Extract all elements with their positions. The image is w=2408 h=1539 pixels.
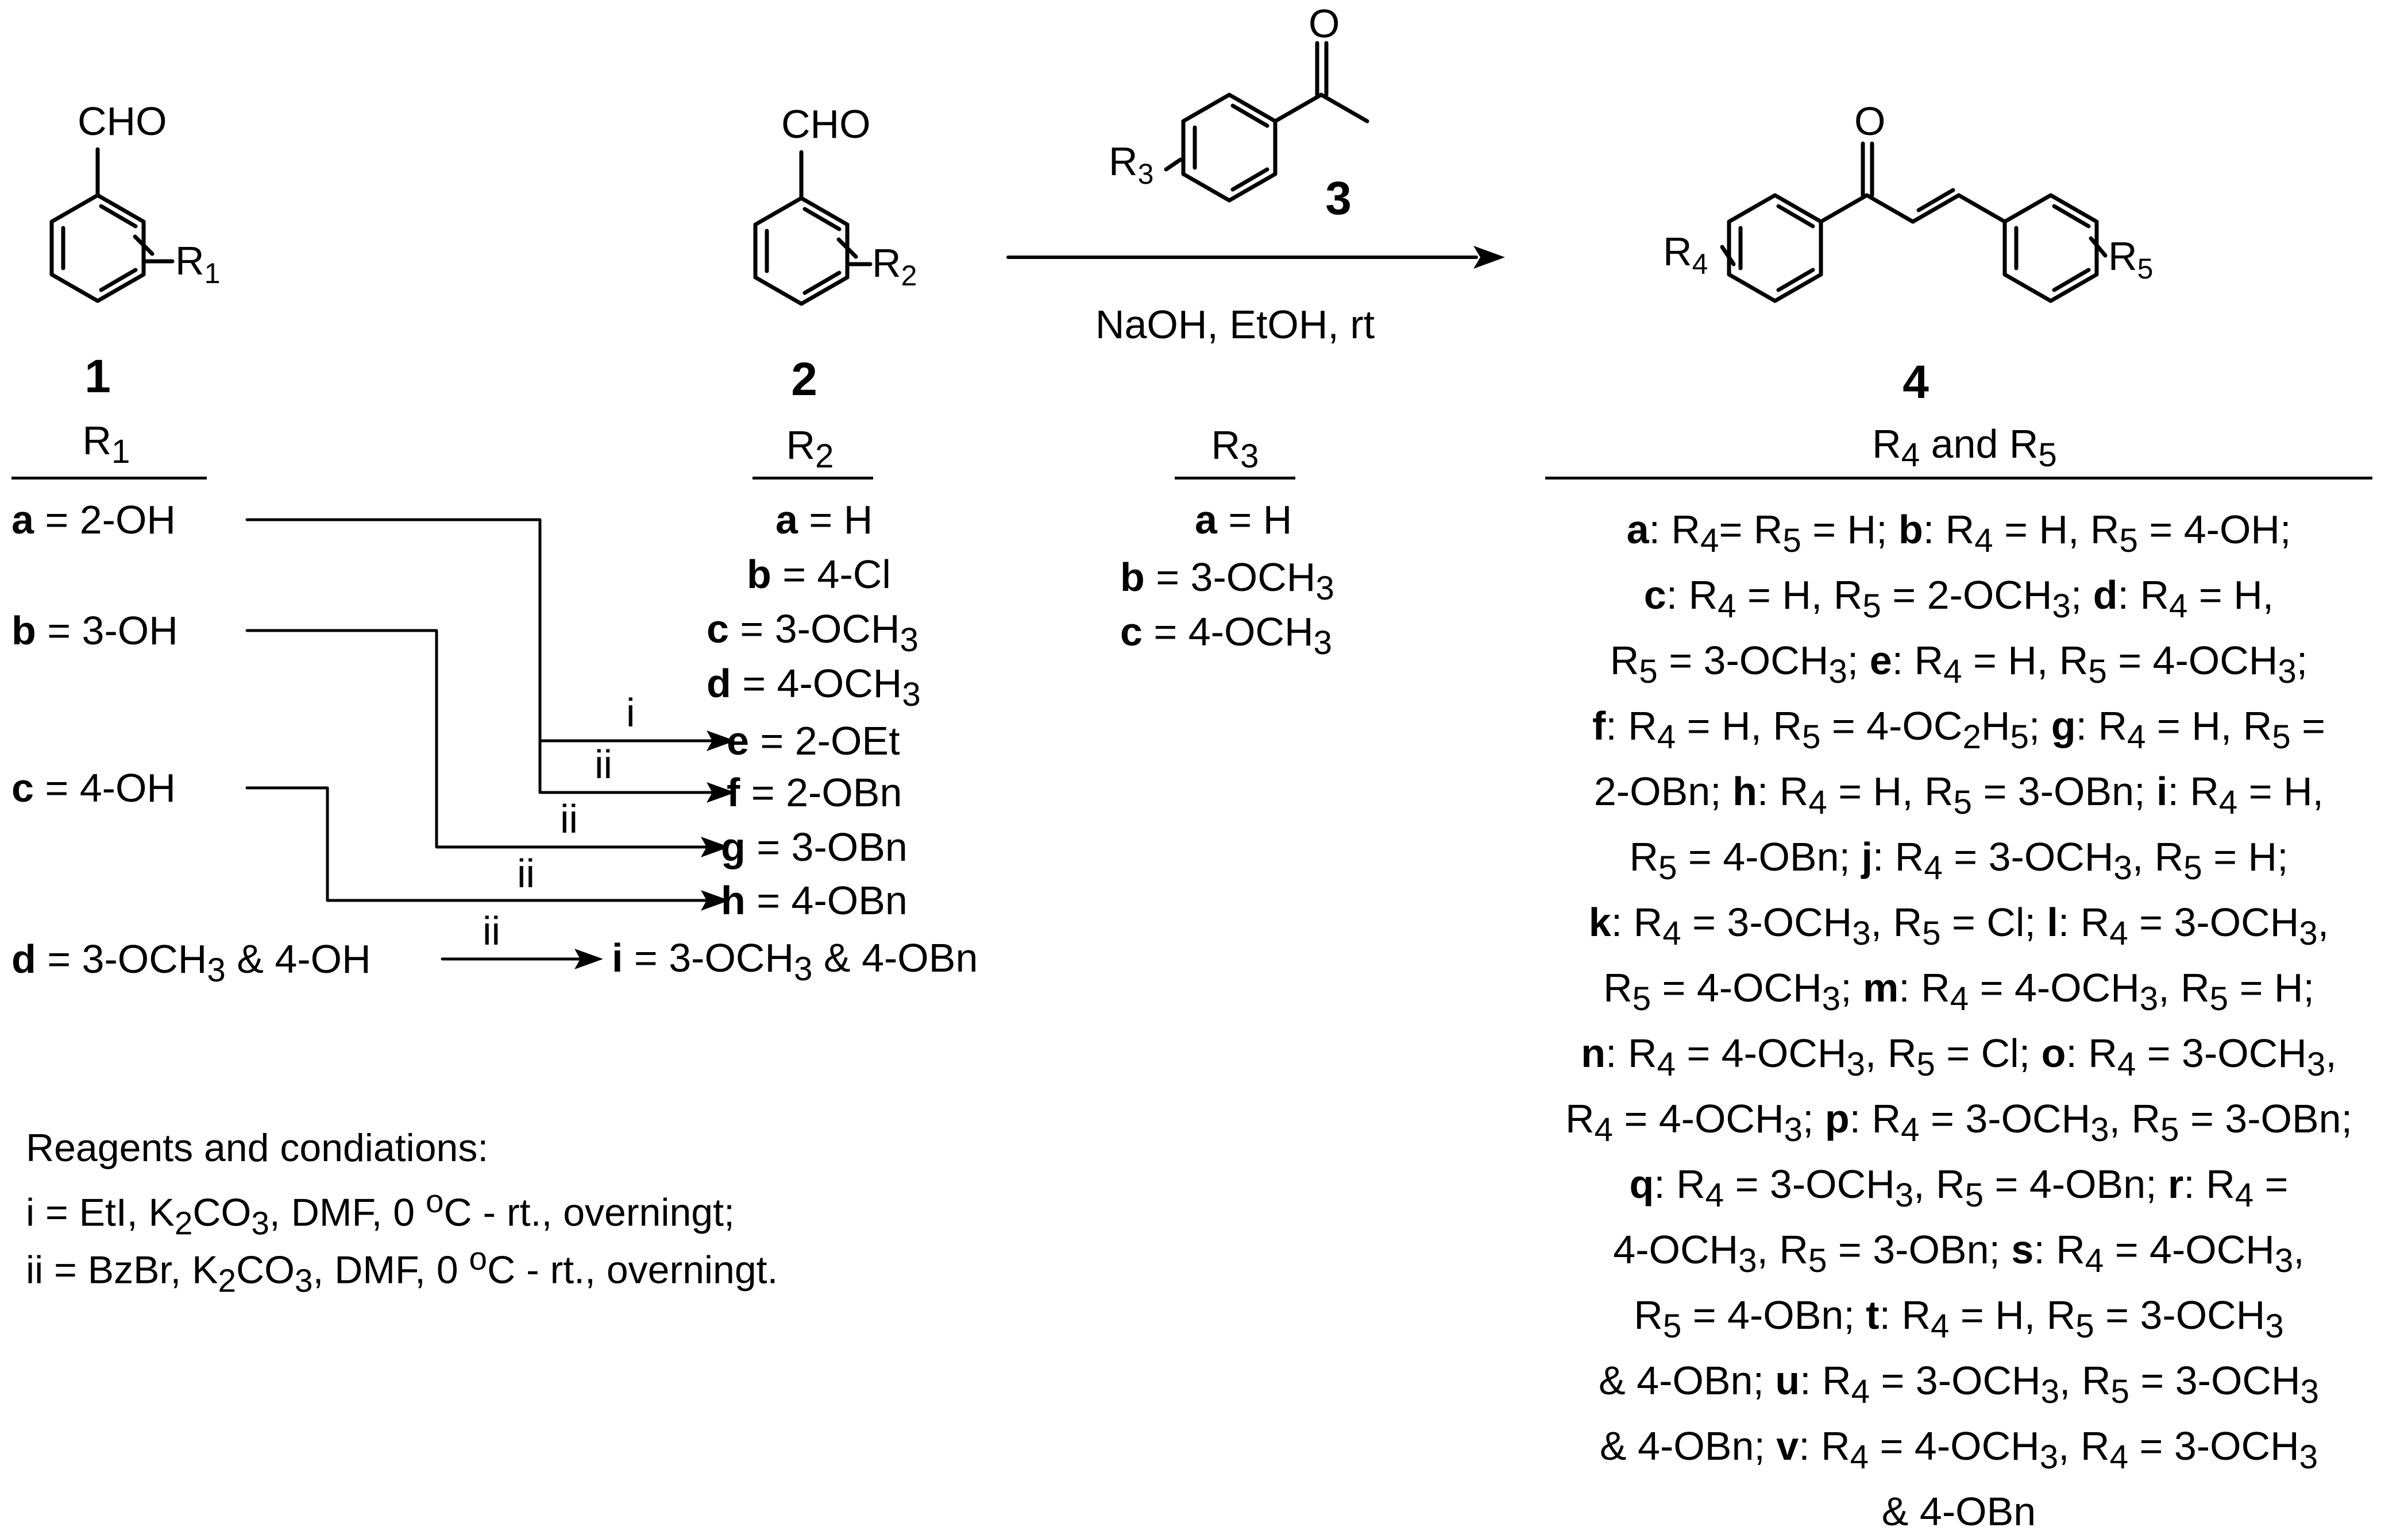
carbonyl-o-label-4: O [1854, 99, 1885, 144]
arrow-label-ii-i: ii [483, 908, 500, 953]
r2-item-b: b = 4-Cl [747, 552, 891, 597]
compound-number-1: 1 [84, 350, 111, 403]
reaction-condition: NaOH, EtOH, rt [1095, 302, 1375, 347]
arrow-label-i: i [626, 690, 635, 735]
product-list-line: q: R4 = 3-OCH3, R5 = 4-OBn; r: R4 = [1629, 1162, 2289, 1214]
product-list-line: 4-OCH3, R5 = 3-OBn; s: R4 = 4-OCH3, [1613, 1227, 2305, 1279]
reaction-scheme-graphic: CHO R1 CHO R2 O R3 O R4 R5 i ii ii ii ii [49, 1, 2153, 969]
product-list-line: & 4-OBn [1881, 1489, 2036, 1534]
r2-item-g: g = 3-OBn [721, 825, 908, 869]
reagent-ii: ii = BzBr, K2CO3, DMF, 0 oC - rt., overn… [26, 1241, 778, 1300]
product-list-line: f: R4 = H, R5 = 4-OC2H5; g: R4 = H, R5 = [1592, 703, 2326, 756]
product-list-line: a: R4= R5 = H; b: R4 = H, R5 = 4-OH; [1626, 507, 2291, 559]
product-list-line: R5 = 4-OCH3; m: R4 = 4-OCH3, R5 = H; [1603, 965, 2314, 1018]
r3-item-b: b = 3-OCH3 [1120, 555, 1334, 607]
product-list-line: & 4-OBn; v: R4 = 4-OCH3, R4 = 3-OCH3 [1599, 1424, 2318, 1476]
r1-label: R1 [175, 238, 220, 289]
product-list-line: R5 = 3-OCH3; e: R4 = H, R5 = 4-OCH3; [1610, 638, 2308, 690]
r3-item-a: a = H [1195, 497, 1292, 542]
r2-item-a: a = H [775, 497, 873, 542]
r1-rule [11, 477, 207, 480]
benzaldehyde-1-ring [49, 147, 175, 303]
r2-item-h: h = 4-OBn [721, 878, 908, 923]
reagents-title: Reagents and condiations: [26, 1126, 489, 1170]
r1-header: R1 [82, 418, 130, 470]
r2-item-e: e = 2-OEt [727, 718, 900, 763]
r1-item-b: b = 3-OH [11, 608, 178, 653]
compound-number-4: 4 [1903, 356, 1929, 408]
arrow-label-ii-g: ii [560, 796, 578, 841]
arrowheads [574, 246, 1505, 969]
product-list-line: R5 = 4-OBn; j: R4 = 3-OCH3, R5 = H; [1629, 834, 2289, 887]
r1-item-d: d = 3-OCH3 & 4-OH [11, 937, 371, 989]
r2-item-c: c = 3-OCH3 [707, 606, 919, 659]
r2-item-i: i = 3-OCH3 & 4-OBn [612, 935, 978, 988]
product-list-line: 2-OBn; h: R4 = H, R5 = 3-OBn; i: R4 = H, [1593, 769, 2324, 821]
cho-label-2: CHO [781, 102, 871, 146]
product-list-line: & 4-OBn; u: R4 = 3-OCH3, R5 = 3-OCH3 [1599, 1358, 2319, 1410]
r3-rule [1175, 477, 1295, 480]
r5-label: R5 [2108, 234, 2153, 285]
arrow-label-ii-f: ii [595, 742, 612, 787]
r1-item-c: c = 4-OH [11, 765, 176, 810]
chalcone-4 [1720, 141, 2108, 303]
acetophenone-3 [1164, 41, 1369, 203]
product-list-line: n: R4 = 4-OCH3, R5 = Cl; o: R4 = 3-OCH3, [1581, 1031, 2337, 1083]
derivatization-connectors [245, 518, 714, 961]
product-list-line: c: R4 = H, R5 = 2-OCH3; d: R4 = H, [1643, 573, 2274, 625]
arrow-label-ii-h: ii [517, 851, 535, 896]
product-list-line: R5 = 4-OBn; t: R4 = H, R5 = 3-OCH3 [1634, 1293, 2284, 1345]
reagent-i: i = EtI, K2CO3, DMF, 0 oC - rt., overnin… [26, 1184, 735, 1242]
carbonyl-o-label-3: O [1309, 1, 1340, 46]
product-list-line: R4 = 4-OCH3; p: R4 = 3-OCH3, R5 = 3-OBn; [1565, 1096, 2353, 1149]
r4-r5-rule [1545, 477, 2372, 480]
cho-label-1: CHO [78, 99, 167, 144]
r4-label: R4 [1663, 229, 1708, 280]
r2-rule [752, 477, 873, 480]
r4-r5-header: R4 and R5 [1872, 422, 2057, 474]
r2-item-d: d = 4-OCH3 [707, 661, 921, 713]
product-list-line: k: R4 = 3-OCH3, R5 = Cl; l: R4 = 3-OCH3, [1588, 900, 2329, 952]
r3-item-c: c = 4-OCH3 [1120, 609, 1332, 662]
r1-item-a: a = 2-OH [11, 497, 176, 542]
compound-number-2: 2 [791, 353, 817, 405]
benzaldehyde-2-ring [753, 150, 873, 306]
r2-label: R2 [872, 241, 917, 292]
r2-item-f: f = 2-OBn [727, 770, 902, 815]
compound-number-3: 3 [1325, 172, 1352, 225]
product-substituent-list: a: R4= R5 = H; b: R4 = H, R5 = 4-OH; c: R… [1522, 502, 2395, 1539]
r3-label: R3 [1109, 139, 1153, 190]
r3-header: R3 [1211, 423, 1259, 475]
r2-header: R2 [786, 423, 834, 475]
